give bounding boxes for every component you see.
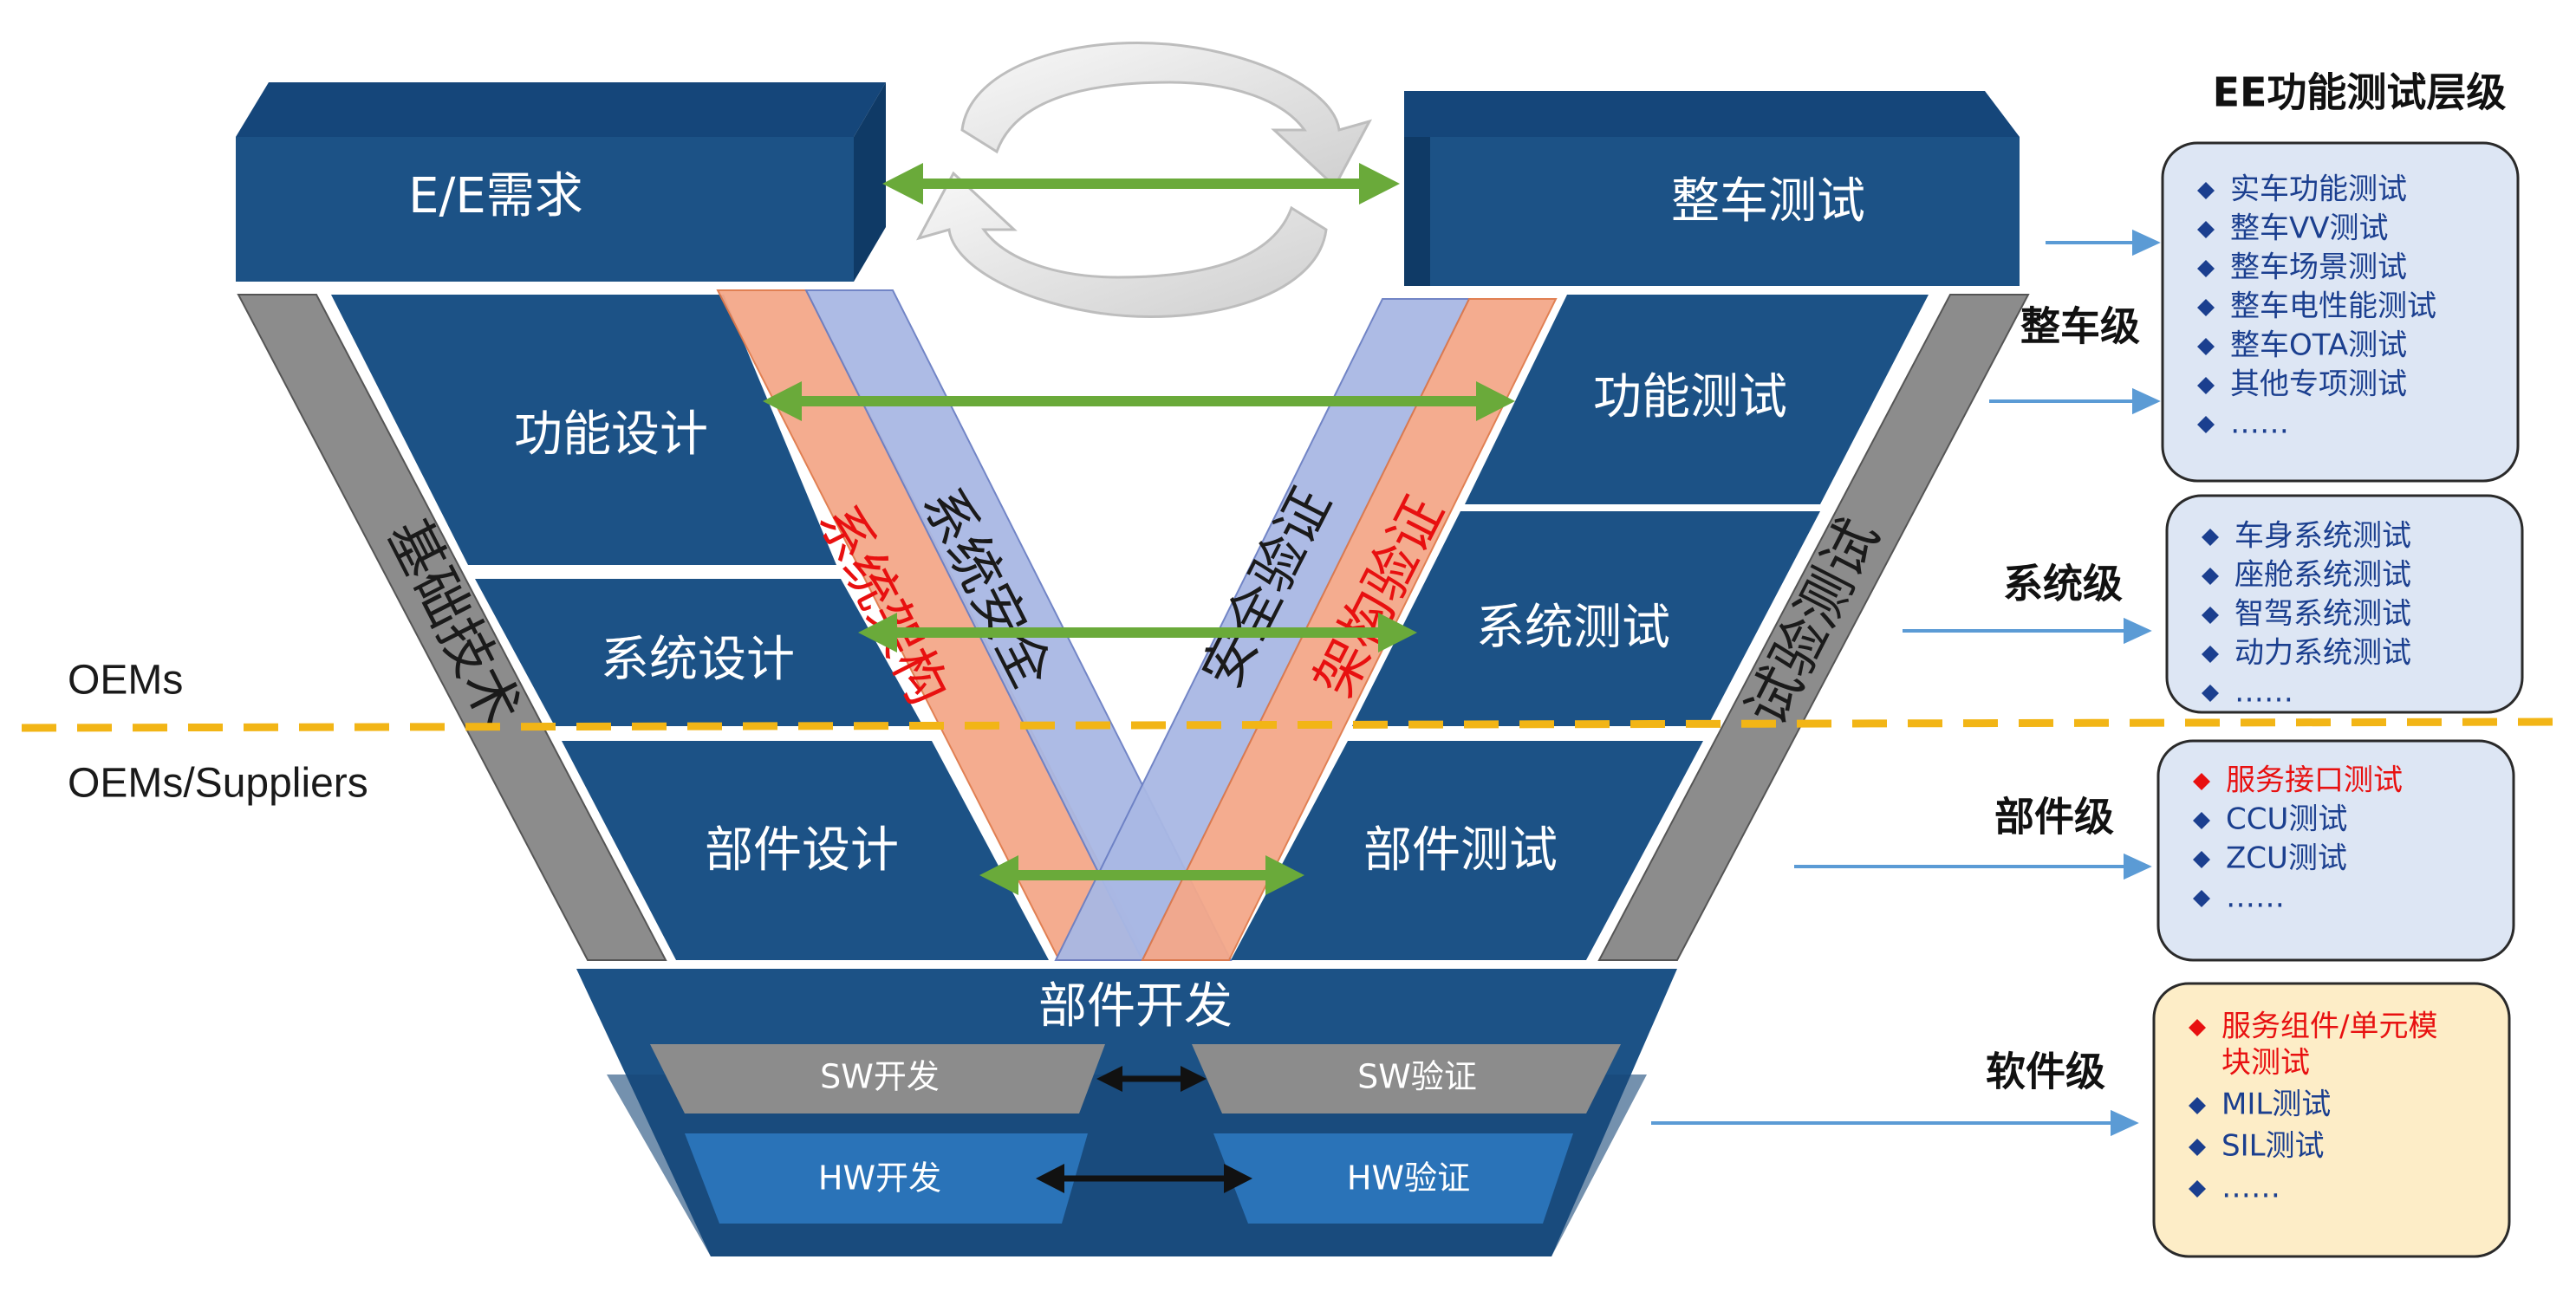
bullet-diamond-icon	[2193, 812, 2210, 829]
level-item-text: 整车VV测试	[2230, 211, 2389, 246]
top-left-block-top	[236, 82, 886, 137]
bullet-diamond-icon	[2197, 377, 2215, 394]
level-item-text: 整车电性能测试	[2230, 289, 2436, 324]
right-block-system-test	[1352, 511, 1820, 726]
bullet-diamond-icon	[2202, 568, 2219, 585]
level-box-component	[2156, 739, 2515, 962]
level-box-system	[2165, 494, 2524, 714]
panel-title: EE功能测试层级	[2213, 69, 2507, 116]
level-item-text: CCU测试	[2226, 802, 2347, 837]
hw-dev-label: HW开发	[818, 1159, 941, 1198]
bullet-diamond-icon	[2202, 607, 2219, 624]
level-item-text: ……	[2234, 675, 2293, 710]
bullet-diamond-icon	[2202, 646, 2219, 663]
bullet-diamond-icon	[2189, 1180, 2206, 1198]
bullet-diamond-icon	[2193, 851, 2210, 868]
level-arrows	[1651, 229, 2161, 1137]
left-block-component-design	[562, 741, 1049, 960]
hw-verify-bar	[1213, 1133, 1573, 1224]
band-left-blue	[804, 289, 1233, 961]
sw-dev-label: SW开发	[820, 1058, 940, 1096]
left-block-function-design-label: 功能设计	[514, 406, 708, 463]
top-right-block-label: 整车测试	[1671, 173, 1865, 230]
bullet-diamond-icon	[2197, 182, 2215, 199]
level-item-text: MIL测试	[2221, 1087, 2331, 1122]
bullet-diamond-icon	[2193, 773, 2210, 790]
hw-verify-label: HW验证	[1347, 1159, 1470, 1198]
top-right-block-top	[1404, 91, 2020, 137]
bullet-diamond-icon	[2202, 685, 2219, 702]
top-left-block-side	[854, 82, 886, 282]
left-block-component-design-label: 部件设计	[705, 822, 899, 879]
level-item-text: 座舱系统测试	[2234, 558, 2411, 593]
level-box-vehicle	[2161, 141, 2520, 483]
level-item-text: 其他专项测试	[2230, 367, 2407, 402]
level-item-text: 整车OTA测试	[2230, 328, 2407, 363]
right-block-system-test-label: 系统测试	[1476, 600, 1670, 656]
left-block-function-design	[331, 295, 836, 565]
level-label-vehicle: 整车级	[2020, 303, 2140, 350]
cycle-arrows-icon	[916, 42, 1372, 318]
left-block-system-design	[475, 579, 923, 726]
bullet-diamond-icon	[2197, 338, 2215, 355]
bullet-diamond-icon	[2189, 1019, 2206, 1036]
hw-dev-bar	[685, 1133, 1088, 1224]
bullet-diamond-icon	[2197, 260, 2215, 277]
left-foundation-bar	[237, 294, 667, 961]
level-item-text: 动力系统测试	[2234, 636, 2411, 671]
level-item-text: 服务组件/单元模	[2221, 1010, 2437, 1044]
link-arrow-function	[763, 381, 1515, 421]
level-item-text: ……	[2221, 1171, 2280, 1205]
level-item-text: 实车功能测试	[2230, 172, 2407, 207]
level-label-software: 软件级	[1986, 1049, 2105, 1095]
bottom-dev-title: 部件开发	[1038, 978, 1233, 1035]
hw-link-arrow	[1036, 1164, 1252, 1193]
sw-dev-bar	[650, 1044, 1105, 1113]
left-block-system-design-label: 系统设计	[601, 632, 795, 688]
bullet-diamond-icon	[2189, 1139, 2206, 1156]
level-item-text: 服务接口测试	[2226, 763, 2403, 798]
top-right-block	[1430, 137, 2020, 286]
level-label-component: 部件级	[1994, 794, 2114, 841]
right-block-function-test-label: 功能测试	[1593, 369, 1787, 425]
oems-suppliers-label: OEMs/Suppliers	[68, 761, 368, 807]
oems-label: OEMs	[68, 658, 183, 704]
right-block-component-test	[1231, 741, 1703, 960]
right-test-bar	[1597, 294, 2030, 961]
top-right-block-side	[1404, 137, 1430, 286]
top-left-block-label: E/E需求	[408, 168, 583, 224]
level-box-software	[2152, 982, 2511, 1258]
level-item-text-continued: 块测试	[2221, 1046, 2310, 1081]
bullet-diamond-icon	[2189, 1097, 2206, 1114]
bullet-diamond-icon	[2193, 890, 2210, 907]
link-arrow-top	[882, 163, 1400, 205]
oem-divider-line	[21, 717, 2562, 732]
level-item-text: ……	[2226, 880, 2285, 915]
level-label-system: 系统级	[2003, 561, 2123, 607]
sw-link-arrow	[1096, 1066, 1207, 1092]
top-left-block	[236, 137, 854, 282]
level-item-text: 智驾系统测试	[2234, 597, 2411, 632]
link-arrow-system	[858, 613, 1417, 652]
level-item-text: ……	[2230, 406, 2289, 441]
sw-verify-label: SW验证	[1357, 1058, 1477, 1096]
level-item-text: 整车场景测试	[2230, 250, 2407, 285]
right-block-function-test	[1465, 295, 1929, 504]
level-item-text: ZCU测试	[2226, 841, 2347, 876]
right-block-component-test-label: 部件测试	[1363, 822, 1558, 879]
bullet-diamond-icon	[2202, 529, 2219, 546]
sw-verify-bar	[1192, 1044, 1621, 1113]
bullet-diamond-icon	[2197, 416, 2215, 433]
level-item-text: SIL测试	[2221, 1129, 2325, 1164]
bullet-diamond-icon	[2197, 221, 2215, 238]
bullet-diamond-icon	[2197, 299, 2215, 316]
link-arrow-component	[979, 855, 1304, 895]
level-item-text: 车身系统测试	[2234, 519, 2411, 554]
